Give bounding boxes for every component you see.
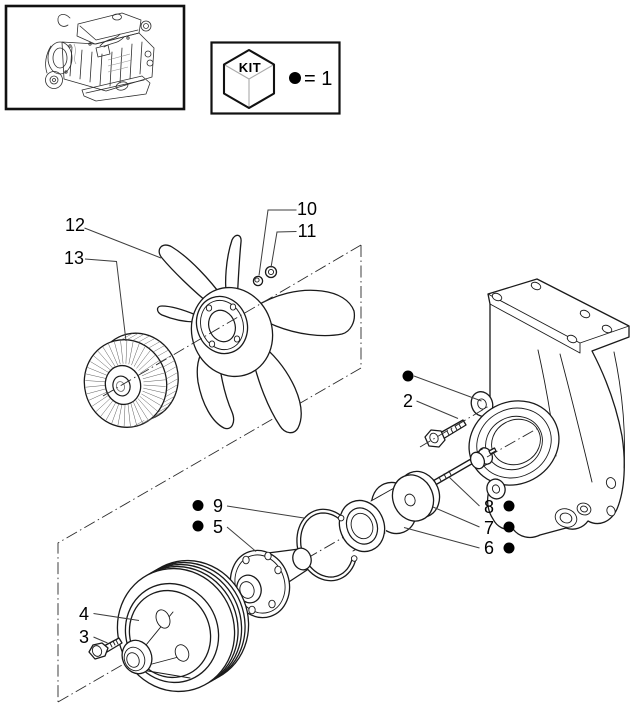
leader-5 [226, 526, 257, 552]
callout-11-label: 11 [298, 221, 317, 241]
part-fan-12 [156, 234, 356, 434]
callout-6-bullet [503, 542, 515, 554]
engine-thumbnail-border [4, 4, 186, 111]
disc-rim-hatching [121, 333, 179, 428]
centerlines-front [102, 244, 541, 458]
leader-6 [403, 527, 480, 549]
leader-lines [84, 209, 482, 644]
leader-7 [432, 506, 480, 528]
part-hub-5 [229, 547, 312, 619]
leader-11 [270, 231, 297, 268]
callout-5-label: 5 [213, 517, 223, 537]
callout-7-bullet [503, 521, 515, 533]
callout-12-label: 12 [65, 215, 85, 235]
part-fan-support-bracket [468, 278, 630, 539]
callout-13-label: 13 [64, 248, 84, 268]
part-stud-8 [427, 447, 497, 489]
part-bolt-2 [424, 419, 467, 448]
leader-13 [84, 258, 127, 342]
part-pulley-4 [116, 559, 250, 693]
leader-kit-marker [413, 375, 482, 402]
leader-3 [93, 636, 108, 644]
leader-8 [448, 476, 480, 507]
fan-axis-centerline [102, 244, 362, 397]
part-bolt-3 [88, 637, 123, 660]
part-bearing-6 [338, 481, 418, 553]
callout-2-label: 2 [403, 391, 413, 411]
kit-legend-panel: KIT = 1 [210, 41, 341, 115]
leader-9 [226, 505, 305, 519]
kit-marker-bullet [402, 370, 414, 382]
callout-5-bullet [192, 520, 204, 532]
callout-9-label: 9 [213, 496, 223, 516]
callout-8-label: 8 [484, 497, 494, 517]
leader-12 [84, 227, 162, 259]
engine-line-art [45, 12, 155, 102]
kit-cube-icon [222, 48, 276, 110]
engine-thumbnail-panel [4, 4, 186, 111]
callout-9-bullet [192, 500, 204, 511]
kit-cube-label: KIT [239, 60, 261, 75]
bolt2-axis-centerline [419, 405, 490, 448]
part-washer-7 [391, 470, 441, 522]
callout-10-label: 10 [297, 199, 317, 219]
leader-2 [416, 400, 459, 419]
bore-axis-centerline [486, 426, 541, 458]
part-washer-11 [264, 265, 278, 279]
callout-6-label: 6 [484, 538, 494, 558]
axis-connector-centerline [57, 245, 362, 702]
callout-7-label: 7 [484, 518, 494, 538]
disc-face-hatching [85, 340, 166, 427]
leader-4 [93, 613, 140, 621]
callout-3-label: 3 [79, 627, 89, 647]
callout-4-label: 4 [79, 604, 89, 624]
kit-bullet-icon [289, 72, 301, 84]
part-washer-10 [252, 275, 264, 287]
kit-legend-border [210, 41, 341, 115]
callout-8-bullet [503, 500, 515, 512]
leader-10 [258, 209, 297, 276]
engine-line-art-shading [73, 43, 133, 73]
callouts: 12 13 10 11 2 8 7 6 9 5 4 3 [64, 199, 515, 647]
bracket-boss [468, 400, 560, 486]
part-drive-disc-13 [83, 332, 179, 428]
kit-equivalence-label: = 1 [304, 68, 332, 90]
